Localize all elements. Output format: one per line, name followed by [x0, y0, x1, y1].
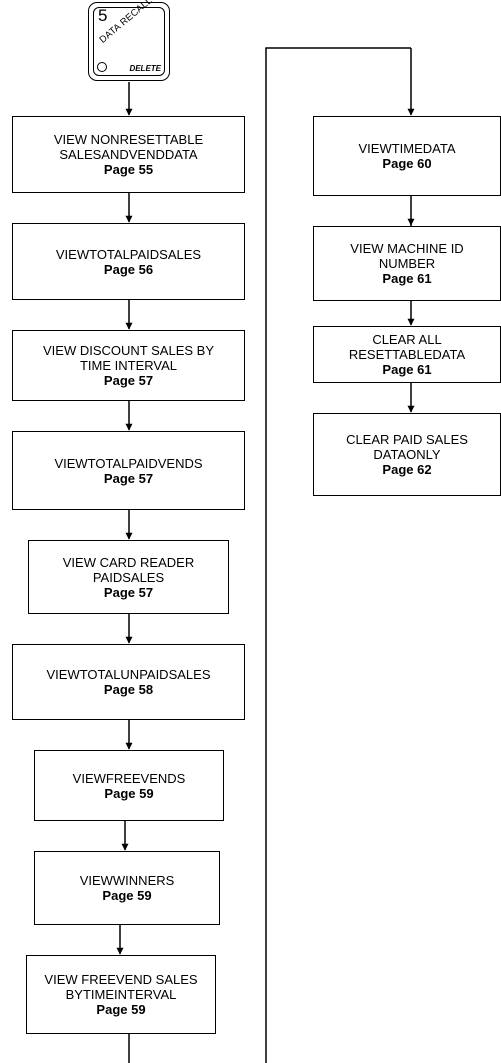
box-view-total-paid-sales: VIEWTOTALPAIDSALES Page 56	[12, 223, 245, 300]
page-ref: Page 55	[103, 162, 154, 177]
box-view-machine-id: VIEW MACHINE ID NUMBER Page 61	[313, 226, 501, 301]
data-recall-key[interactable]: 5 DATA RECALL DELETE	[88, 0, 170, 81]
box-text: VIEWTOTALPAIDSALES	[55, 246, 202, 262]
box-text: TIME INTERVAL	[79, 358, 178, 373]
box-view-freevend-sales: VIEW FREEVEND SALES BYTIMEINTERVAL Page …	[26, 955, 216, 1034]
page-ref: Page 61	[382, 362, 432, 377]
box-text: SALESANDVENDDATA	[59, 147, 198, 162]
page-ref: Page 59	[96, 1002, 146, 1017]
page-ref: Page 59	[104, 785, 154, 801]
box-text: CLEAR ALL	[372, 332, 442, 347]
box-view-total-paid-vends: VIEWTOTALPAIDVENDS Page 57	[12, 431, 245, 510]
page-ref: Page 60	[382, 156, 432, 171]
box-text: VIEW FREEVEND SALES	[44, 972, 198, 987]
box-text: VIEW CARD READER	[62, 554, 195, 570]
page-ref: Page 58	[103, 682, 154, 697]
box-view-total-unpaid-sales: VIEWTOTALUNPAIDSALES Page 58	[12, 644, 245, 720]
box-view-nonresettable: VIEW NONRESETTABLE SALESANDVENDDATA Page…	[12, 116, 245, 193]
box-text: VIEW DISCOUNT SALES BY	[43, 343, 214, 358]
box-clear-paid-sales: CLEAR PAID SALES DATAONLY Page 62	[313, 413, 501, 496]
box-view-time-data: VIEWTIMEDATA Page 60	[313, 116, 501, 196]
page-ref: Page 62	[382, 462, 432, 477]
box-text: RESETTABLEDATA	[348, 347, 466, 362]
box-text: VIEWTOTALPAIDVENDS	[54, 455, 203, 471]
page-ref: Page 57	[103, 373, 154, 388]
led-indicator-icon	[97, 62, 107, 72]
box-text: PAIDSALES	[92, 569, 165, 585]
key-number: 5	[98, 6, 108, 25]
page-ref: Page 61	[382, 271, 432, 286]
box-view-discount-sales: VIEW DISCOUNT SALES BY TIME INTERVAL Pag…	[12, 330, 245, 401]
box-text: VIEWTIMEDATA	[358, 141, 456, 156]
page-ref: Page 57	[103, 470, 154, 486]
box-text: CLEAR PAID SALES	[346, 432, 468, 447]
box-view-card-reader: VIEW CARD READER PAIDSALES Page 57	[28, 540, 229, 614]
box-text: DATAONLY	[373, 447, 441, 462]
page-ref: Page 59	[102, 888, 152, 903]
page-ref: Page 57	[103, 584, 154, 600]
box-text: VIEW NONRESETTABLE	[53, 132, 204, 147]
box-view-winners: VIEWWINNERS Page 59	[34, 851, 220, 925]
box-clear-all-resettable: CLEAR ALL RESETTABLEDATA Page 61	[313, 326, 501, 383]
box-view-free-vends: VIEWFREEVENDS Page 59	[34, 750, 224, 821]
box-text: BYTIMEINTERVAL	[65, 987, 177, 1002]
key-face	[93, 7, 165, 76]
box-text: VIEW MACHINE ID	[350, 241, 464, 256]
box-text: VIEWTOTALUNPAIDSALES	[46, 667, 211, 682]
box-text: NUMBER	[378, 256, 436, 271]
page-ref: Page 56	[103, 261, 154, 277]
key-sublabel: DELETE	[129, 64, 161, 73]
box-text: VIEWFREEVENDS	[72, 770, 186, 786]
box-text: VIEWWINNERS	[79, 873, 175, 888]
